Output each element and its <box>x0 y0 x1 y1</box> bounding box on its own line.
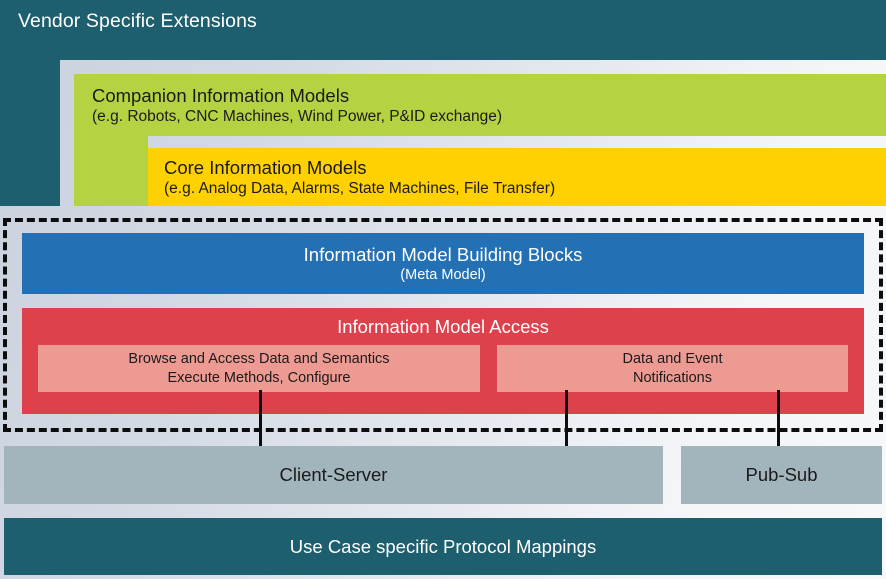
connector-line-browse-to-client-server <box>259 390 262 447</box>
client-server-label: Client-Server <box>279 464 388 485</box>
companion-models-title: Companion Information Models <box>92 85 350 106</box>
connector-line-notifications-to-pub-sub <box>777 390 780 447</box>
service-notify-line2: Notifications <box>633 369 712 386</box>
vendor-extensions-label: Vendor Specific Extensions <box>18 10 257 32</box>
core-models-title: Core Information Models <box>164 157 367 178</box>
companion-models-text: Companion Information Models (e.g. Robot… <box>92 84 502 127</box>
service-browse-line1: Browse and Access Data and Semantics <box>128 350 390 367</box>
transport-pub-sub: Pub-Sub <box>681 446 882 504</box>
pub-sub-label: Pub-Sub <box>745 464 818 485</box>
model-access-title: Information Model Access <box>337 316 549 337</box>
transport-client-server: Client-Server <box>4 446 663 504</box>
layer-information-model-building-blocks: Information Model Building Blocks (Meta … <box>22 233 864 294</box>
companion-models-subtitle: (e.g. Robots, CNC Machines, Wind Power, … <box>92 108 503 125</box>
protocol-mappings-label: Use Case specific Protocol Mappings <box>289 535 597 557</box>
opcua-core-dashed-boundary <box>3 218 883 432</box>
service-notify-line1: Data and Event <box>622 350 723 367</box>
service-box-data-and-event-notifications: Data and Event Notifications <box>497 345 848 392</box>
service-box-browse-and-access: Browse and Access Data and Semantics Exe… <box>38 345 480 392</box>
building-blocks-subtitle: (Meta Model) <box>400 266 486 283</box>
core-models-text: Core Information Models (e.g. Analog Dat… <box>164 156 555 199</box>
connector-line-notifications-to-client-server <box>565 390 568 447</box>
core-models-subtitle: (e.g. Analog Data, Alarms, State Machine… <box>164 180 556 197</box>
service-browse-line2: Execute Methods, Configure <box>167 369 351 386</box>
layer-protocol-mappings: Use Case specific Protocol Mappings <box>4 518 882 575</box>
layer-information-model-access: Information Model Access Browse and Acce… <box>22 308 864 414</box>
layer-core-information-models: Core Information Models (e.g. Analog Dat… <box>148 148 886 206</box>
building-blocks-title: Information Model Building Blocks <box>303 243 583 265</box>
